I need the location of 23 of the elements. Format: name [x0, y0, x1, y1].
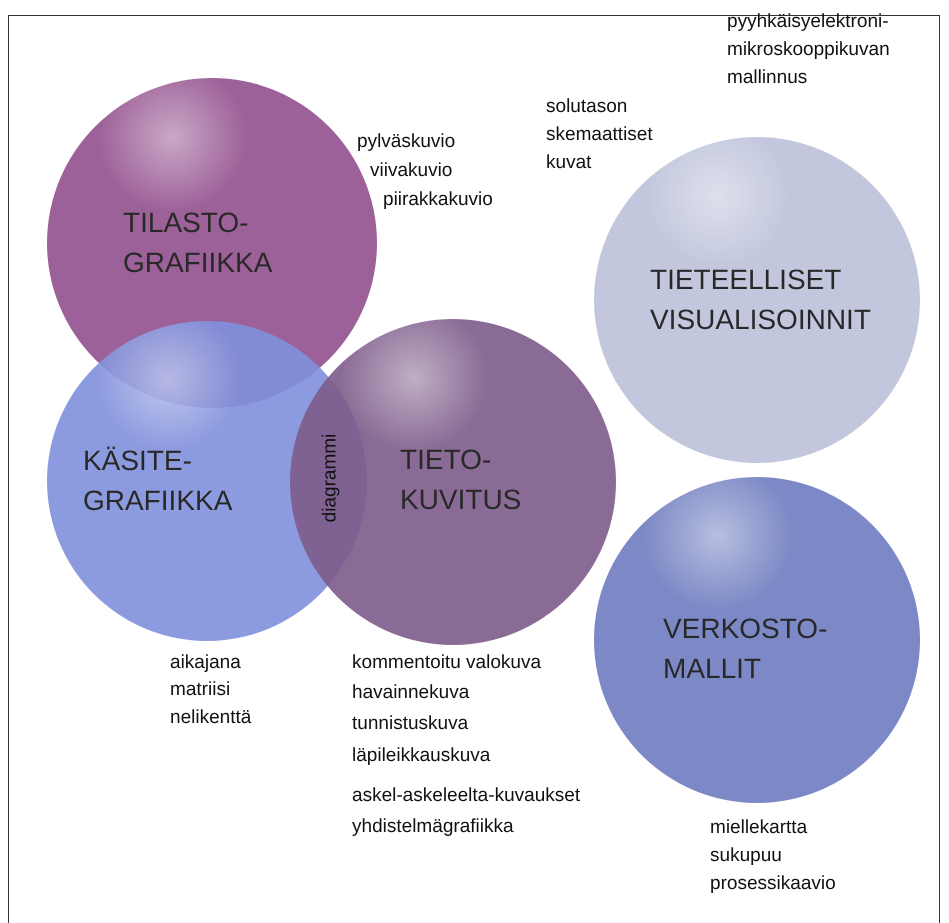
example-text: kommentoitu valokuva [352, 651, 542, 675]
category-title: KÄSITE-GRAFIIKKA [83, 444, 234, 518]
example-text: matriisi [170, 678, 230, 702]
example-text: aikajana [170, 651, 241, 675]
example-text: tunnistuskuva [352, 712, 468, 736]
example-text: prosessikaavio [710, 872, 836, 896]
category-title: TIETO-KUVITUS [400, 443, 522, 517]
example-text: havainnekuva [352, 681, 470, 705]
example-text: solutason skemaattiset kuvat [546, 95, 654, 175]
example-text: askel-askeleelta-kuvaukset [352, 784, 580, 808]
example-text: sukupuu [710, 844, 782, 868]
example-text: nelikenttä [170, 706, 252, 730]
example-text: viivakuvio [370, 159, 452, 183]
category-title: VERKOSTO-MALLIT [663, 612, 828, 686]
example-text: pyyhkäisyelektroni-mikroskooppikuvan mallinnus [727, 10, 891, 90]
example-text: pylväskuvio [357, 130, 456, 154]
example-text: yhdistelmägrafiikka [352, 815, 514, 839]
example-text: läpileikkauskuva [352, 744, 490, 768]
category-title: TIETEELLISET VISUALISOINNIT [650, 263, 872, 337]
example-text: piirakkakuvio [383, 188, 493, 212]
example-text: miellekartta [710, 816, 808, 840]
category-title: TILASTO-GRAFIIKKA [123, 206, 274, 280]
overlap-label: diagrammi [318, 434, 341, 522]
